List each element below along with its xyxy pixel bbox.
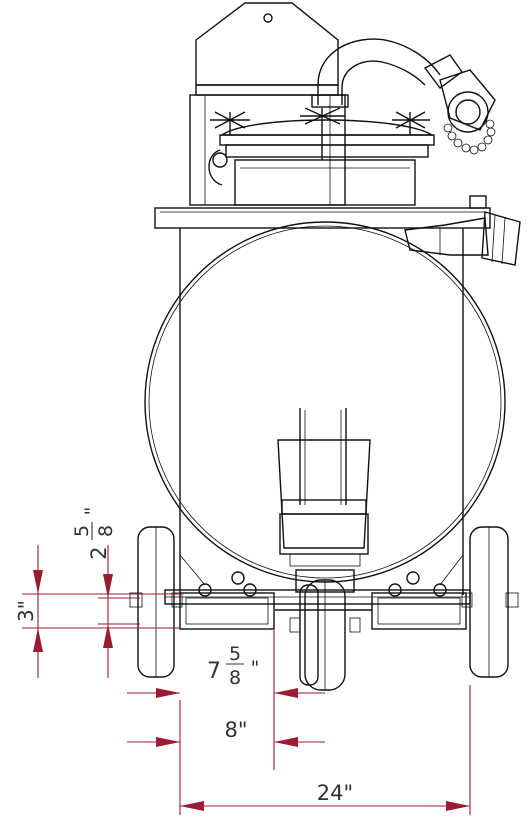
axle-fraction-whole: 2: [87, 546, 111, 559]
upper-tank: [208, 149, 416, 206]
fraction-denominator: 8: [229, 667, 241, 689]
main-drum: [144, 221, 506, 583]
dimension-3-label: 3": [14, 600, 38, 622]
fraction-whole: 7: [207, 659, 221, 684]
machine-front-view: [129, 2, 521, 691]
side-outlet: [404, 211, 521, 266]
intake-elbow-pipe: [311, 38, 463, 108]
top-housing: [189, 2, 346, 206]
camlock-coupling: [439, 69, 496, 155]
platform: [154, 195, 491, 229]
right-wheel: [461, 526, 519, 678]
axle-fraction-unit: ": [81, 507, 103, 516]
dimension-24-label: 24": [317, 781, 353, 805]
left-wheel: [129, 526, 183, 678]
axle-fraction-numerator: 5: [71, 525, 93, 537]
dimension-8-label: 8": [224, 718, 247, 742]
fraction-unit: ": [251, 657, 260, 679]
right-skid: [371, 583, 467, 630]
dimension-wheel-track: 24": [179, 685, 471, 815]
hopper-lid: [210, 107, 435, 160]
caster-bracket: [277, 408, 371, 567]
dimension-skid-height: 3": [14, 545, 180, 678]
axle-fraction-denominator: 8: [95, 525, 117, 537]
fraction-numerator: 5: [229, 643, 241, 665]
dimension-skid-inner-width: 7 5 8 ": [127, 643, 325, 698]
left-skid: [179, 583, 275, 630]
dimension-skid-width: 8": [127, 630, 325, 770]
dimension-axle-height: 2 5 8 ": [71, 507, 140, 678]
dimensions: 24" 8" 7 5 8 ": [14, 507, 471, 815]
center-caster: [275, 569, 372, 691]
